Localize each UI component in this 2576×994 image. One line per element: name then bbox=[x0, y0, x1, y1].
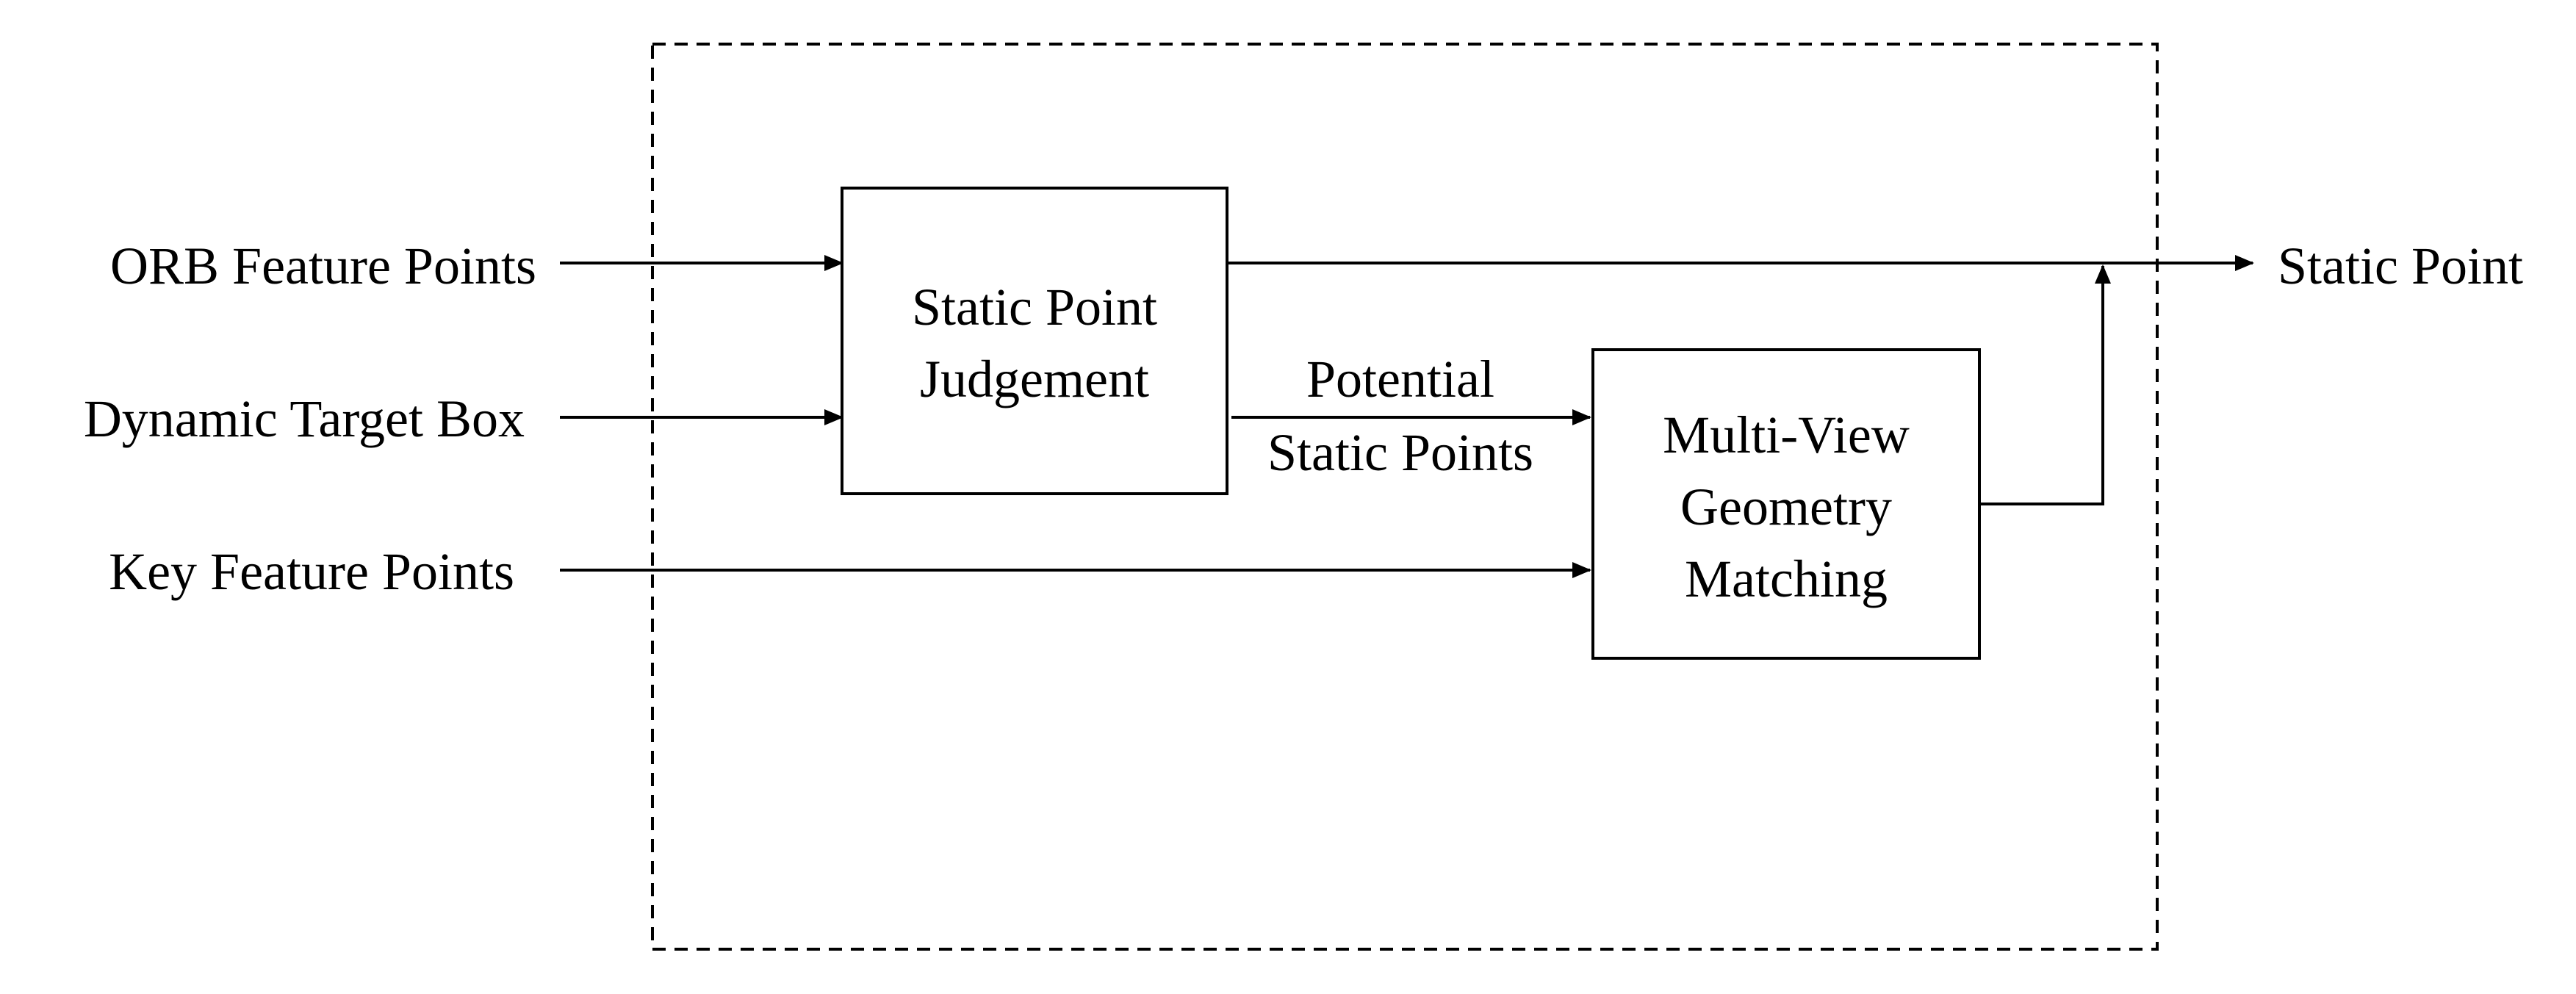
block-multi-view-label-line1: Multi-View bbox=[1663, 406, 1910, 464]
module-boundary bbox=[651, 43, 2159, 951]
input-label-dynamic-target-box: Dynamic Target Box bbox=[84, 389, 525, 448]
block-multi-view-label-line3: Matching bbox=[1685, 550, 1888, 608]
block-multi-view-label-line2: Geometry bbox=[1680, 478, 1892, 536]
input-label-orb-feature-points: ORB Feature Points bbox=[110, 237, 536, 295]
block-static-point-judgement-label-line2: Judgement bbox=[920, 350, 1149, 408]
arrow-matching-to-output bbox=[1979, 264, 2111, 505]
edge-label-potential-line1: Potential bbox=[1306, 350, 1494, 408]
output-label-static-point: Static Point bbox=[2278, 237, 2523, 295]
block-static-point-judgement-label-line1: Static Point bbox=[912, 278, 1157, 336]
input-label-key-feature-points: Key Feature Points bbox=[109, 542, 514, 601]
edge-label-potential-line2: Static Points bbox=[1267, 423, 1533, 482]
block-multi-view-geometry-matching: Multi-View Geometry Matching bbox=[1591, 348, 1981, 660]
block-static-point-judgement-box bbox=[841, 187, 1228, 495]
block-static-point-judgement: Static Point Judgement bbox=[841, 187, 1228, 495]
